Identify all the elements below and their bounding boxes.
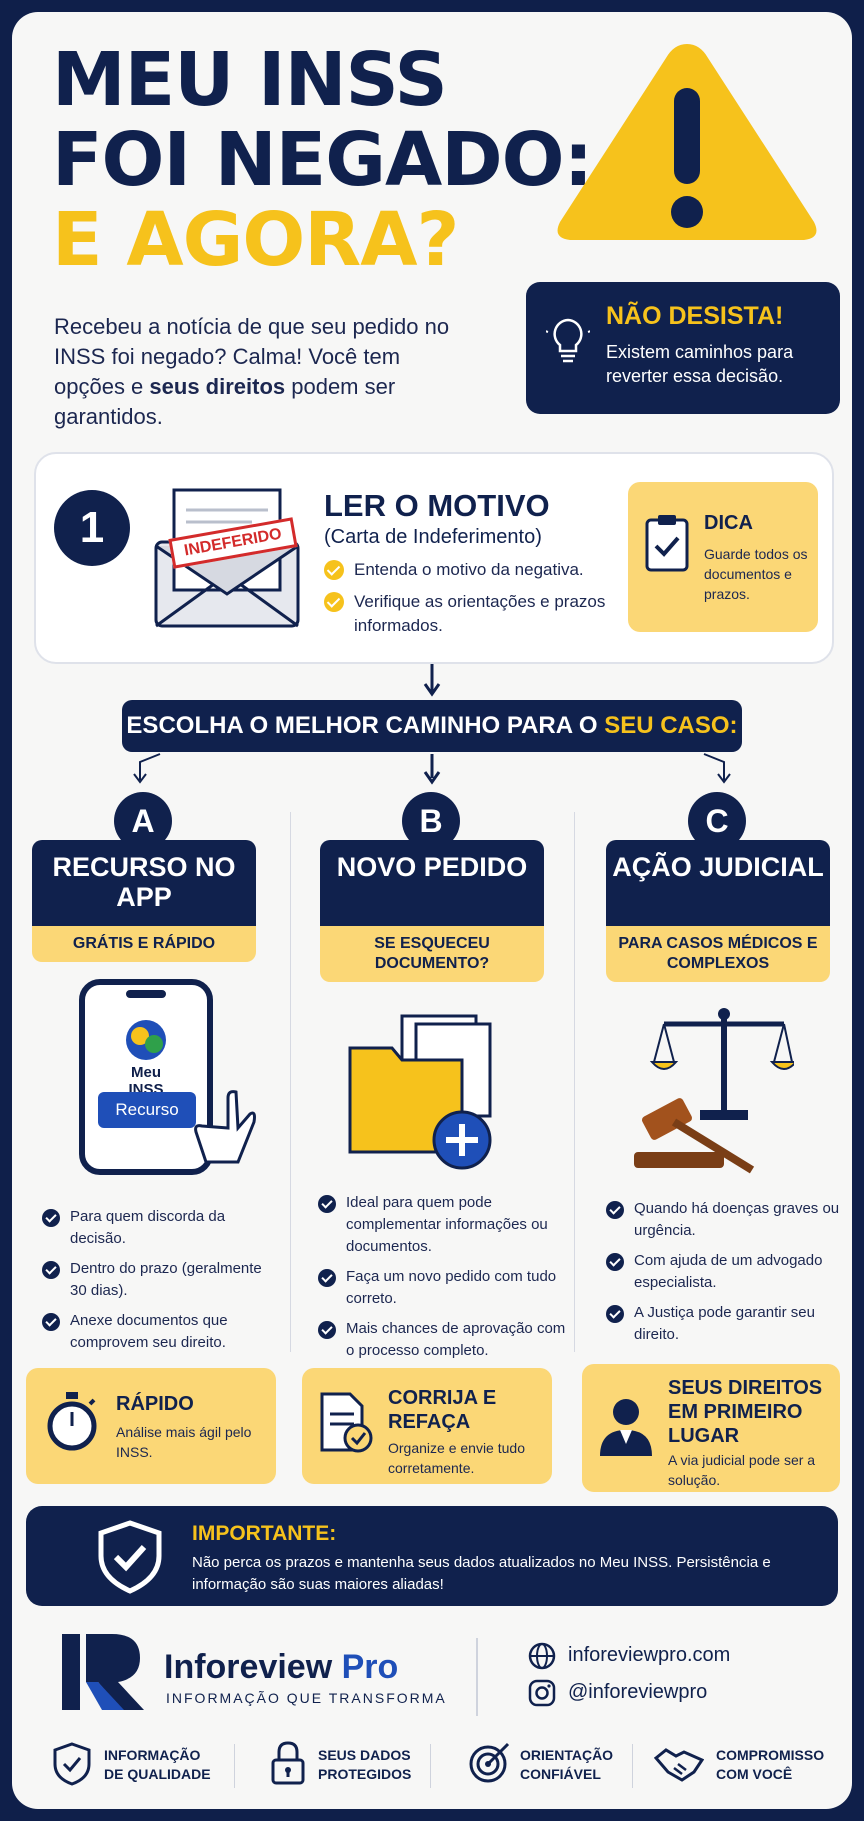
check-icon — [606, 1201, 624, 1219]
check-icon — [318, 1321, 336, 1339]
step1-number: 1 — [54, 490, 130, 566]
important-title: IMPORTANTE: — [192, 1522, 337, 1545]
no-desista-card: NÃO DESISTA! Existem caminhos para rever… — [526, 282, 840, 414]
arrow-down-icon — [423, 664, 441, 697]
option-b-box-title: CORRIJA E REFAÇA — [388, 1387, 497, 1433]
handshake-icon — [654, 1748, 704, 1782]
branch-arrows — [133, 753, 731, 785]
list-item: Mais chances de aprovação com o processo… — [318, 1318, 568, 1362]
option-c-subtitle: PARA CASOS MÉDICOS E COMPLEXOS — [606, 926, 830, 982]
no-desista-title: NÃO DESISTA! — [606, 302, 784, 330]
intro-text: Recebeu a notícia de que seu pedido no I… — [54, 314, 450, 429]
option-b-subtitle: SE ESQUECEU DOCUMENTO? — [320, 926, 544, 982]
list-item: Com ajuda de um advogado especialista. — [606, 1250, 842, 1294]
option-a-box-text: Análise mais ágil pelo INSS. — [116, 1424, 252, 1460]
dica-card: DICA Guarde todos os documentos e prazos… — [628, 482, 818, 632]
option-b-list: Ideal para quem pode complementar inform… — [318, 1192, 568, 1370]
inforeview-logo — [62, 1634, 144, 1710]
infographic-page: MEU INSS FOI NEGADO: E AGORA? Recebeu a … — [12, 12, 852, 1809]
list-item: Verifique as orientações e prazos inform… — [324, 590, 624, 638]
lawyer-person-icon — [600, 1399, 652, 1456]
badge-orientacao: ORIENTAÇÃO CONFIÁVEL — [520, 1747, 614, 1782]
brand-name: Inforeview Pro — [164, 1648, 399, 1686]
brand-tagline: INFORMAÇÃO QUE TRANSFORMA — [166, 1690, 447, 1706]
badge-separator — [632, 1744, 633, 1788]
step1-title: LER O MOTIVO — [324, 488, 550, 523]
option-a-highlight-box: RÁPIDO Análise mais ágil pelo INSS. — [26, 1368, 276, 1484]
important-banner: IMPORTANTE: Não perca os prazos e manten… — [26, 1506, 838, 1606]
column-divider — [290, 812, 291, 1352]
padlock-icon — [271, 1741, 305, 1785]
list-item: Faça um novo pedido com tudo correto. — [318, 1266, 568, 1310]
globe-icon — [528, 1642, 556, 1670]
check-icon — [318, 1269, 336, 1287]
list-item: Anexe documentos que comprovem seu direi… — [42, 1310, 282, 1354]
instagram-link[interactable]: @inforeviewpro — [568, 1681, 708, 1703]
option-b-highlight-box: CORRIJA E REFAÇA Organize e envie tudo c… — [302, 1368, 552, 1484]
justice-scale-gavel-icon — [634, 1008, 794, 1174]
option-c-box-title: SEUS DIREITOS EM PRIMEIRO LUGAR — [668, 1377, 823, 1447]
option-b-title: NOVO PEDIDO — [320, 840, 544, 926]
stopwatch-icon — [47, 1392, 97, 1451]
step1-list: Entenda o motivo da negativa. Verifique … — [324, 558, 624, 646]
badge-separator — [234, 1744, 235, 1788]
list-item: Para quem discorda da decisão. — [42, 1206, 282, 1250]
instagram-icon — [528, 1679, 556, 1707]
dica-title: DICA — [704, 512, 753, 534]
shield-check-icon — [53, 1742, 91, 1786]
option-b-box-text: Organize e envie tudo corretamente. — [388, 1440, 525, 1476]
lightbulb-icon — [546, 318, 590, 363]
badge-dados: SEUS DADOS PROTEGIDOS — [318, 1747, 412, 1782]
option-a-subtitle: GRÁTIS E RÁPIDO — [32, 926, 256, 962]
shield-check-icon — [98, 1520, 162, 1594]
no-desista-text: Existem caminhos para reverter essa deci… — [606, 342, 794, 386]
check-icon — [42, 1209, 60, 1227]
badge-separator — [430, 1744, 431, 1788]
footer-divider — [476, 1638, 478, 1716]
step1-subtitle: (Carta de Indeferimento) — [324, 526, 542, 548]
option-a-box-title: RÁPIDO — [116, 1393, 194, 1415]
check-icon — [324, 592, 344, 612]
list-item: A Justiça pode garantir seu direito. — [606, 1302, 842, 1346]
list-item: Dentro do prazo (geralmente 30 dias). — [42, 1258, 282, 1302]
list-item: Quando há doenças graves ou urgência. — [606, 1198, 842, 1242]
list-item: Ideal para quem pode complementar inform… — [318, 1192, 568, 1258]
check-icon — [42, 1261, 60, 1279]
check-icon — [42, 1313, 60, 1331]
check-icon — [606, 1305, 624, 1323]
warning-triangle-icon — [557, 44, 817, 240]
clipboard-check-icon — [645, 515, 689, 572]
check-icon — [318, 1195, 336, 1213]
column-divider — [574, 812, 575, 1352]
check-icon — [324, 560, 344, 580]
choose-path-banner: ESCOLHA O MELHOR CAMINHO PARA O SEU CASO… — [122, 700, 742, 752]
dica-text: Guarde todos os documentos e prazos. — [704, 546, 808, 602]
document-check-icon — [320, 1392, 373, 1453]
target-icon — [469, 1742, 510, 1783]
option-a-title: RECURSO NO APP — [32, 840, 256, 926]
list-item: Entenda o motivo da negativa. — [324, 558, 624, 582]
badge-informacao: INFORMAÇÃO DE QUALIDADE — [104, 1747, 211, 1782]
option-a-list: Para quem discorda da decisão. Dentro do… — [42, 1206, 282, 1362]
option-c-box-text: A via judicial pode ser a solução. — [668, 1452, 816, 1488]
important-text: Não perca os prazos e mantenha seus dado… — [192, 1554, 771, 1593]
option-c-highlight-box: SEUS DIREITOS EM PRIMEIRO LUGAR A via ju… — [582, 1364, 840, 1492]
badge-compromisso: COMPROMISSO COM VOCÊ — [716, 1747, 825, 1782]
recurso-button[interactable]: Recurso — [98, 1092, 196, 1128]
check-icon — [606, 1253, 624, 1271]
main-title: MEU INSS FOI NEGADO: E AGORA? — [52, 37, 593, 283]
folder-add-icon — [348, 1014, 492, 1170]
option-c-title: AÇÃO JUDICIAL — [606, 840, 830, 926]
option-c-list: Quando há doenças graves ou urgência. Co… — [606, 1198, 842, 1354]
website-link[interactable]: inforeviewpro.com — [568, 1644, 731, 1666]
